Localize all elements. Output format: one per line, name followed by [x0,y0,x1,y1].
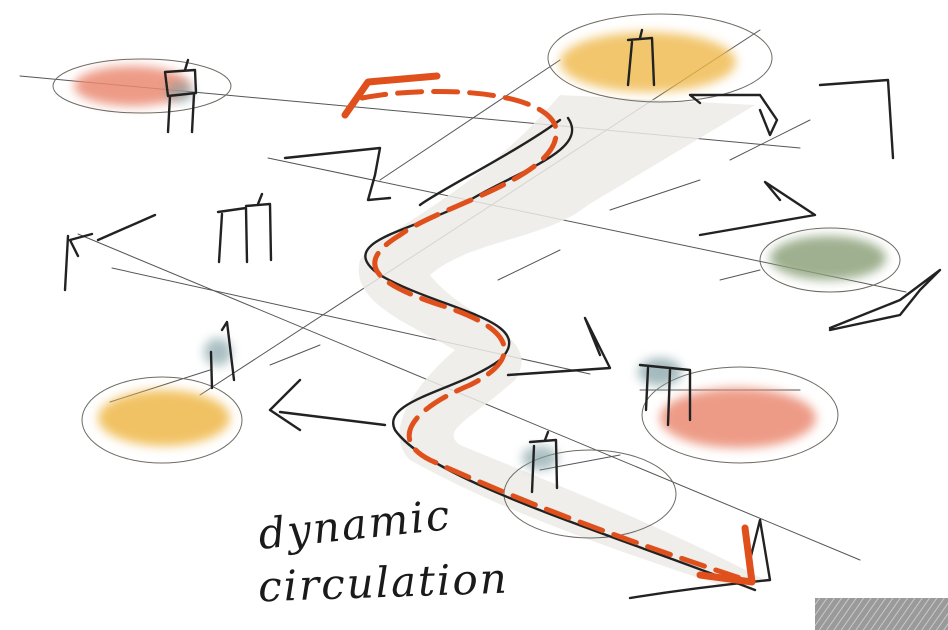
route-arrowhead-start [341,72,441,119]
rug-right-red [641,366,839,464]
rug-right-green [759,227,901,293]
rug-top-left [52,58,232,114]
chair-icon [163,58,198,134]
chair-icon [216,192,273,264]
rug-bottom-center [503,449,677,539]
circulation-route [359,88,755,585]
arrow-icon [63,78,942,600]
circulation-band [358,95,765,585]
chair-icon [626,28,656,87]
path-edge [418,118,562,207]
rug-left-yellow [81,376,243,464]
route-arrowhead-end [696,524,756,586]
caption-line-2: circulation [257,553,510,612]
chair-icon [204,320,236,390]
chair-icon [638,358,692,427]
rug-top-center [547,13,773,103]
chair-icon [522,430,559,494]
corner-hatch [815,598,948,630]
